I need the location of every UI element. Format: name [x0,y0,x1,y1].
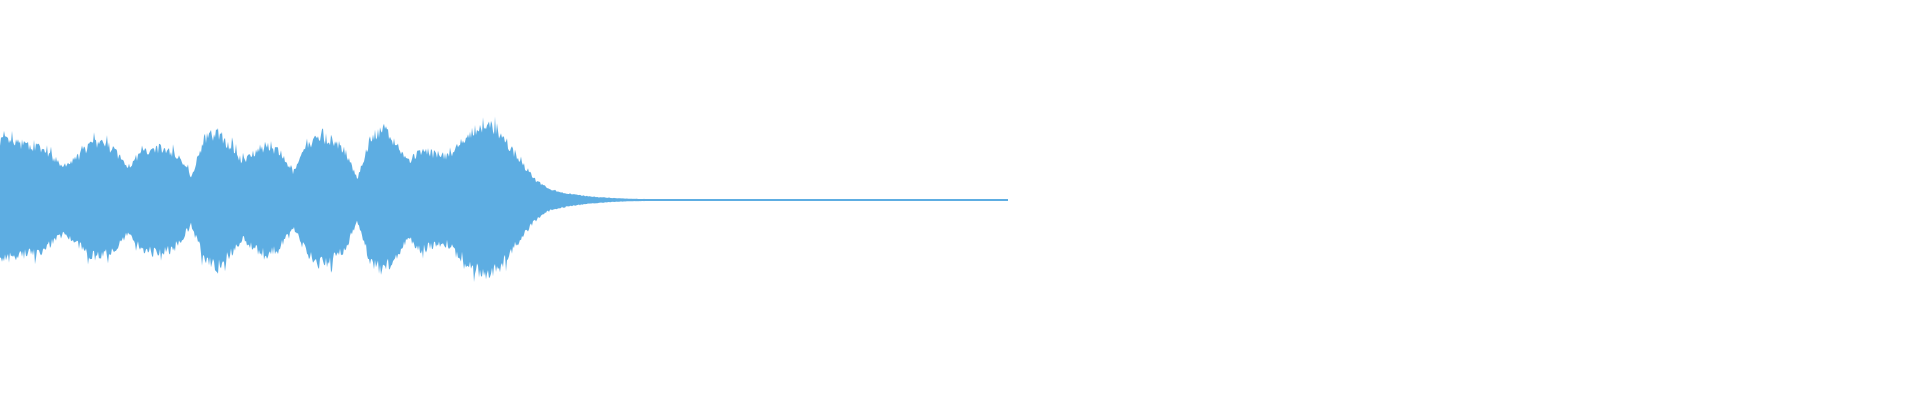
waveform-shape [0,116,1008,282]
